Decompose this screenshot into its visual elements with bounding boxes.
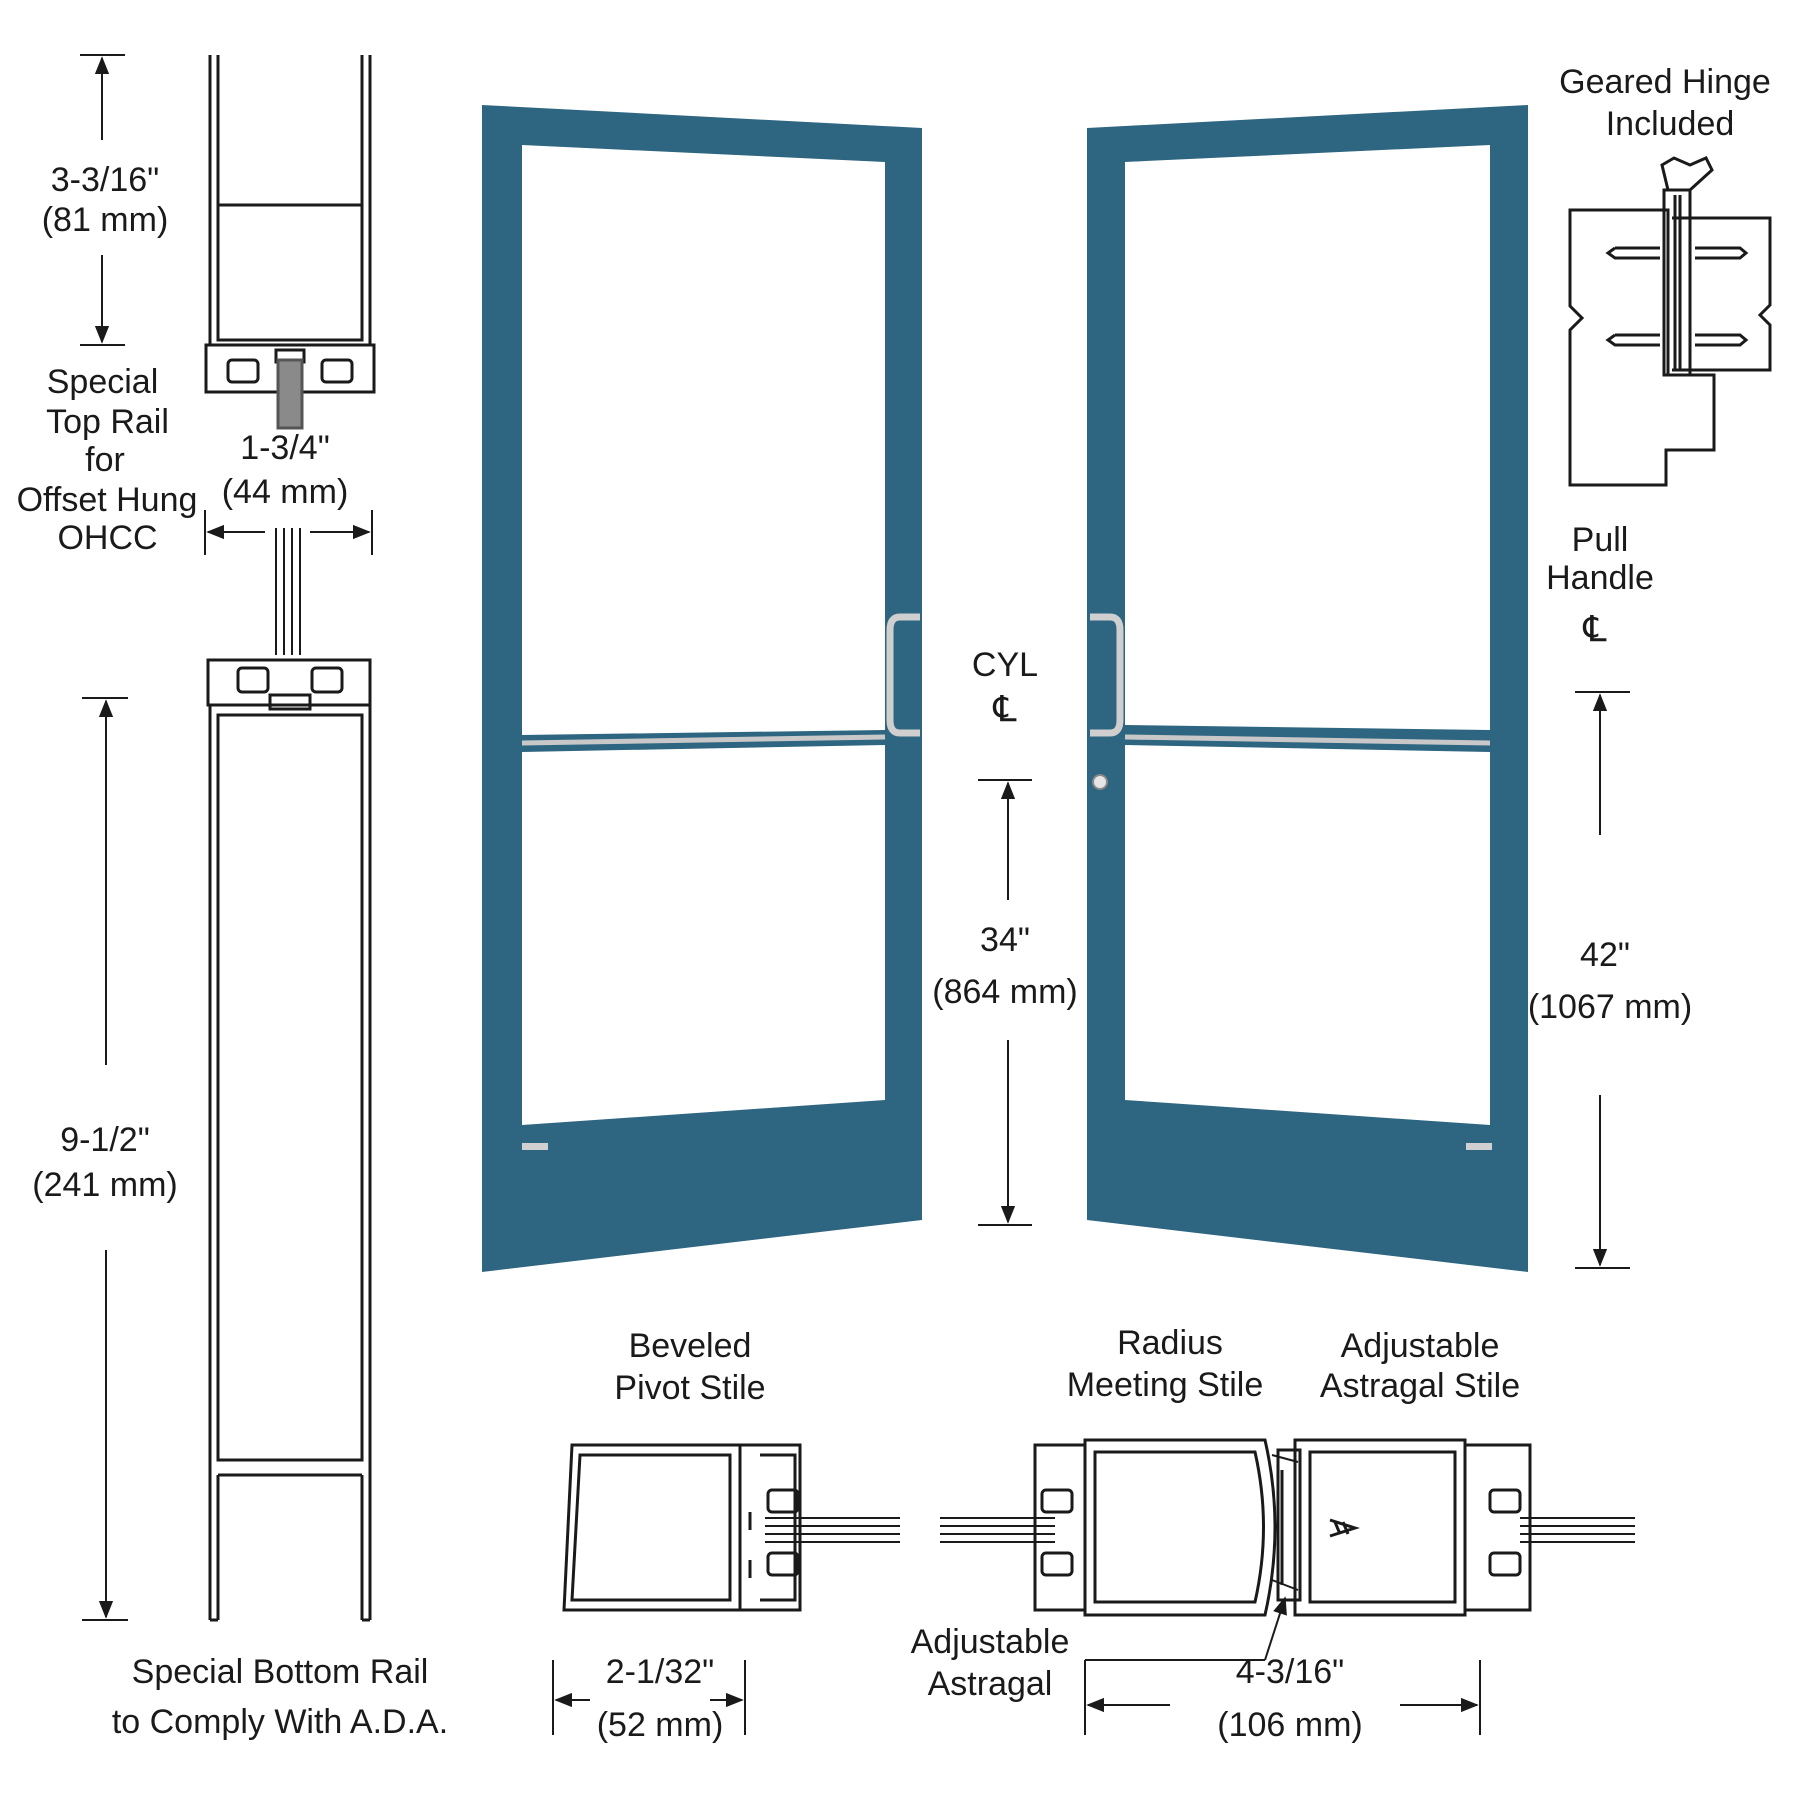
glass-width-label: 1-3/4" [240, 429, 330, 467]
pull-caption-1: Pull [1571, 521, 1629, 559]
glass-width-dimension [204, 510, 373, 655]
cyl-centerline-symbol: ℄ [993, 689, 1017, 730]
meeting-width-mm-label: (106 mm) [1217, 1706, 1363, 1744]
bottom-rail-height-dimension [82, 697, 128, 1621]
hinge-caption-2: Included [1605, 105, 1735, 143]
cylinder-lock [1092, 774, 1108, 790]
pull-height-mm-label: (1067 mm) [1527, 988, 1693, 1026]
pull-centerline-symbol: ℄ [1583, 609, 1607, 650]
pull-height-dimension [1575, 691, 1630, 1269]
top-rail-height-mm-label: (81 mm) [41, 201, 169, 239]
top-rail-caption-1: Special [46, 363, 159, 401]
beveled-width-dimension [552, 1660, 746, 1735]
radius-meeting-stile-profile [1033, 1438, 1277, 1617]
beveled-caption-1: Beveled [628, 1327, 752, 1365]
top-rail-height-label: 3-3/16" [50, 161, 160, 199]
beveled-width-mm-label: (52 mm) [596, 1706, 724, 1744]
meeting-width-label: 4-3/16" [1235, 1653, 1345, 1691]
top-rail-caption-3: for [85, 441, 125, 479]
bottom-rail-caption-1: Special Bottom Rail [131, 1653, 429, 1691]
cyl-height-label: 34" [980, 921, 1030, 959]
pull-height-label: 42" [1580, 936, 1630, 974]
radius-caption-1: Radius [1117, 1324, 1223, 1362]
left-door-glass-lower [522, 745, 885, 1125]
geared-hinge-detail [1568, 156, 1772, 487]
top-rail-caption-4: Offset Hung [16, 481, 198, 519]
right-door-glass-lower [1125, 745, 1490, 1125]
top-rail-caption-2: Top Rail [46, 403, 169, 441]
beveled-glass-lines [765, 1517, 900, 1543]
beveled-caption-2: Pivot Stile [614, 1369, 766, 1407]
bottom-rail-height-label: 9-1/2" [60, 1121, 150, 1159]
top-rail-caption-5: OHCC [57, 519, 158, 557]
right-door-pull-handle [1090, 613, 1124, 737]
beveled-width-label: 2-1/32" [605, 1653, 715, 1691]
left-door [482, 105, 922, 1272]
left-door-glass-upper [522, 145, 885, 735]
bottom-rail-profile [206, 658, 372, 1622]
beveled-pivot-stile-profile [562, 1443, 802, 1612]
astragal-leader-lines [1085, 1454, 1299, 1661]
top-rail-height-dimension [80, 54, 125, 346]
adjustable-astragal-stile-profile [1276, 1438, 1532, 1617]
right-door [1087, 105, 1528, 1272]
bottom-rail-height-mm-label: (241 mm) [32, 1166, 178, 1204]
astragal-caption-1: Adjustable [910, 1623, 1070, 1661]
hinge-caption-1: Geared Hinge [1559, 63, 1771, 101]
meeting-width-dimension [1084, 1660, 1481, 1735]
radius-caption-2: Meeting Stile [1066, 1366, 1264, 1404]
pull-caption-2: Handle [1546, 559, 1654, 597]
top-rail-profile [204, 55, 376, 430]
astragal-caption-2: Astragal [927, 1665, 1053, 1703]
cyl-height-dimension [978, 779, 1032, 1226]
glass-width-mm-label: (44 mm) [221, 473, 349, 511]
cyl-height-mm-label: (864 mm) [932, 973, 1078, 1011]
astragal-stile-caption-2: Astragal Stile [1319, 1367, 1521, 1405]
left-door-pull-handle [886, 613, 920, 737]
right-door-glass-upper [1125, 145, 1490, 730]
cyl-label: CYL [971, 646, 1039, 684]
astragal-stile-caption-1: Adjustable [1340, 1327, 1500, 1365]
bottom-rail-caption-2: to Comply With A.D.A. [111, 1703, 449, 1741]
